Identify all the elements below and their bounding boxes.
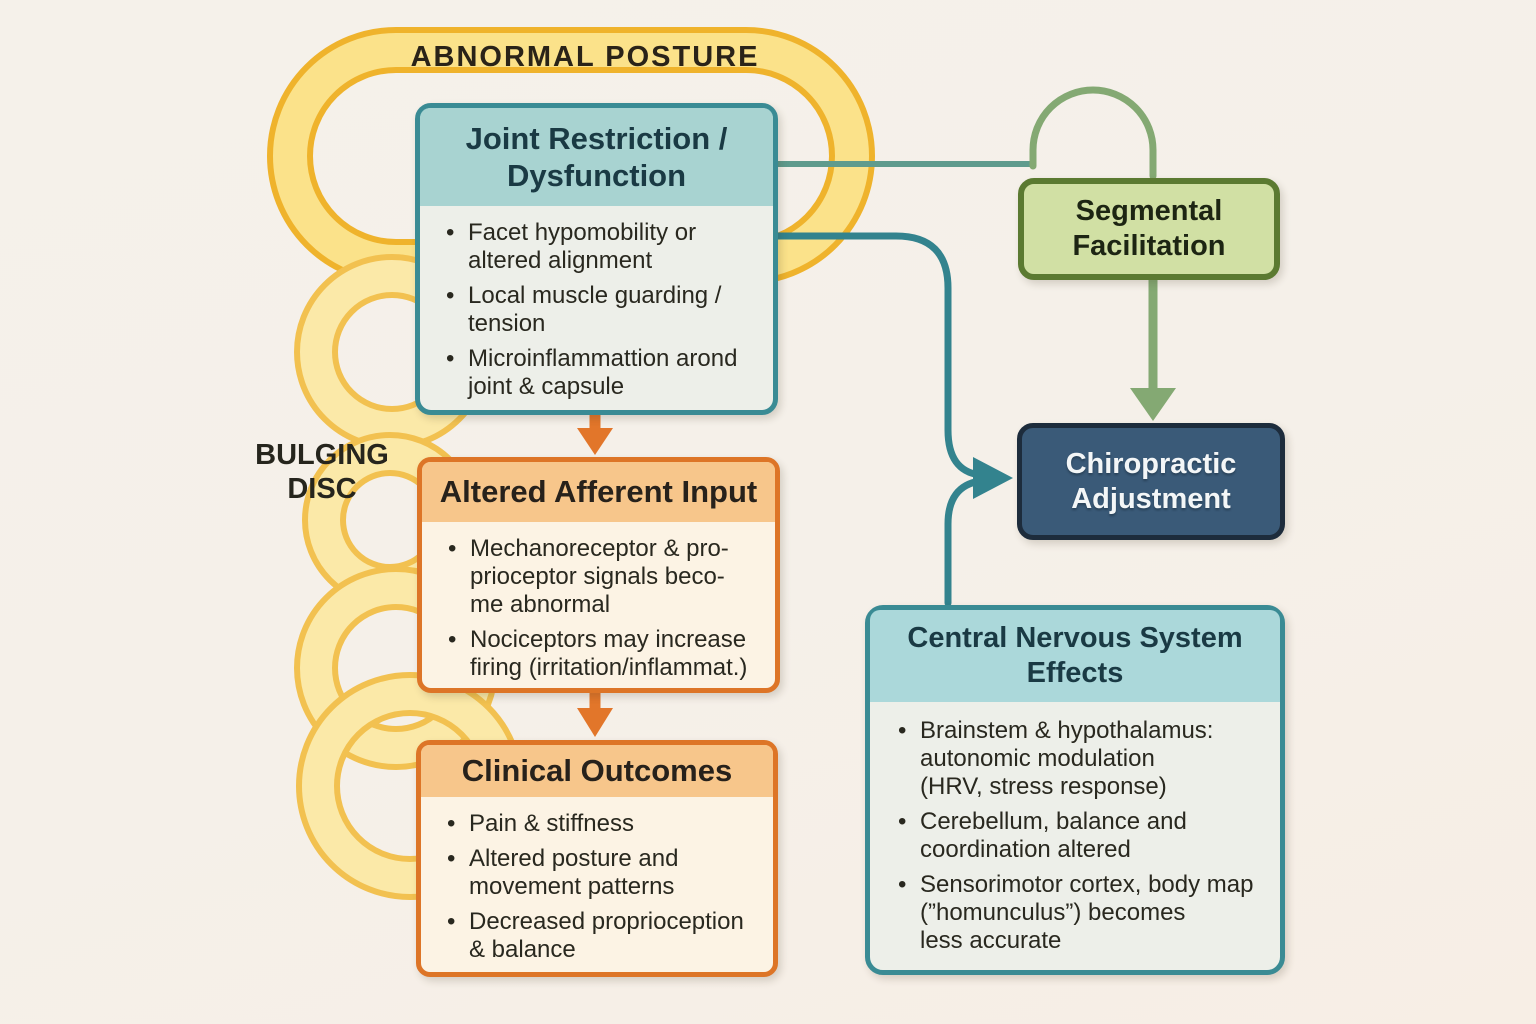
chiropractic-adjustment-box: Chiropractic Adjustment	[1017, 423, 1285, 540]
bullet-item: • Facet hypomobility or altered alignmen…	[446, 219, 757, 275]
bullet-text: Decreased proprioception & balance	[469, 908, 744, 963]
joint-restriction-bullets: • Facet hypomobility or altered alignmen…	[420, 206, 773, 401]
joint-restriction-title: Joint Restriction / Dysfunction	[465, 120, 728, 193]
arrow-altered-to-clinical	[577, 692, 613, 737]
arrow-segmental-to-chiro	[1130, 280, 1176, 421]
joint-restriction-header: Joint Restriction / Dysfunction	[420, 108, 773, 206]
teal-arrowhead	[973, 457, 1013, 499]
cns-effects-box: Central Nervous System Effects • Brainst…	[865, 605, 1285, 975]
bullet-item: • Nociceptors may increase firing (irrit…	[448, 626, 759, 682]
bullet-text: Sensorimotor cortex, body map (”homuncul…	[920, 871, 1254, 954]
clinical-outcomes-title: Clinical Outcomes	[461, 753, 733, 789]
clinical-outcomes-bullets: • Pain & stiffness • Altered posture and…	[421, 797, 773, 964]
bullet-text: Brainstem & hypothalamus: autonomic modu…	[920, 717, 1214, 800]
altered-afferent-bullets: • Mechanoreceptor & pro- prioceptor sign…	[422, 522, 775, 682]
bullet-text: Mechanoreceptor & pro- prioceptor signal…	[470, 535, 729, 618]
bullet-marker: •	[448, 535, 457, 562]
clinical-outcomes-box: Clinical Outcomes • Pain & stiffness • A…	[416, 740, 778, 977]
bullet-item: • Microinflammattion arond joint & capsu…	[446, 345, 757, 401]
bullet-item: • Altered posture and movement patterns	[447, 845, 757, 901]
segmental-facilitation-box: Segmental Facilitation	[1018, 178, 1280, 280]
cns-effects-header: Central Nervous System Effects	[870, 610, 1280, 702]
joint-restriction-box: Joint Restriction / Dysfunction • Facet …	[415, 103, 778, 415]
bullet-marker: •	[447, 810, 456, 837]
bullet-text: Nociceptors may increase firing (irritat…	[470, 626, 748, 681]
bullet-marker: •	[446, 345, 455, 372]
altered-afferent-box: Altered Afferent Input • Mechanoreceptor…	[417, 457, 780, 693]
cns-effects-title: Central Nervous System Effects	[907, 622, 1243, 689]
bullet-item: • Sensorimotor cortex, body map (”homunc…	[898, 871, 1266, 955]
chiropractic-adjustment-title: Chiropractic Adjustment	[1065, 447, 1237, 515]
bullet-marker: •	[448, 626, 457, 653]
cns-effects-bullets: • Brainstem & hypothalamus: autonomic mo…	[870, 702, 1280, 955]
arrow-joint-to-chiro	[771, 232, 984, 607]
bullet-marker: •	[446, 282, 455, 309]
bulging-disc-label: BULGING DISC	[255, 439, 389, 505]
bullet-marker: •	[898, 871, 907, 898]
bullet-item: • Mechanoreceptor & pro- prioceptor sign…	[448, 535, 759, 619]
arrow-joint-to-segmental	[772, 86, 1157, 180]
bullet-text: Pain & stiffness	[469, 810, 634, 837]
bullet-item: • Decreased proprioception & balance	[447, 908, 757, 964]
bullet-item: • Pain & stiffness	[447, 810, 757, 838]
bullet-text: Local muscle guarding / tension	[468, 282, 722, 337]
altered-afferent-title: Altered Afferent Input	[439, 474, 758, 510]
bullet-marker: •	[898, 717, 907, 744]
segmental-facilitation-title: Segmental Facilitation	[1072, 195, 1226, 262]
bullet-text: Altered posture and movement patterns	[469, 845, 679, 900]
abnormal-posture-label: ABNORMAL POSTURE	[410, 41, 760, 73]
bullet-marker: •	[446, 219, 455, 246]
bullet-marker: •	[898, 808, 907, 835]
bullet-marker: •	[447, 908, 456, 935]
bullet-text: Cerebellum, balance and coordination alt…	[920, 808, 1187, 863]
altered-afferent-header: Altered Afferent Input	[422, 462, 775, 522]
bullet-text: Facet hypomobility or altered alignment	[468, 219, 697, 274]
bullet-text: Microinflammattion arond joint & capsule	[468, 345, 738, 400]
bullet-item: • Local muscle guarding / tension	[446, 282, 757, 338]
bullet-marker: •	[447, 845, 456, 872]
clinical-outcomes-header: Clinical Outcomes	[421, 745, 773, 797]
bullet-item: • Cerebellum, balance and coordination a…	[898, 808, 1266, 864]
arrow-joint-to-altered	[577, 414, 613, 455]
bullet-item: • Brainstem & hypothalamus: autonomic mo…	[898, 717, 1266, 801]
